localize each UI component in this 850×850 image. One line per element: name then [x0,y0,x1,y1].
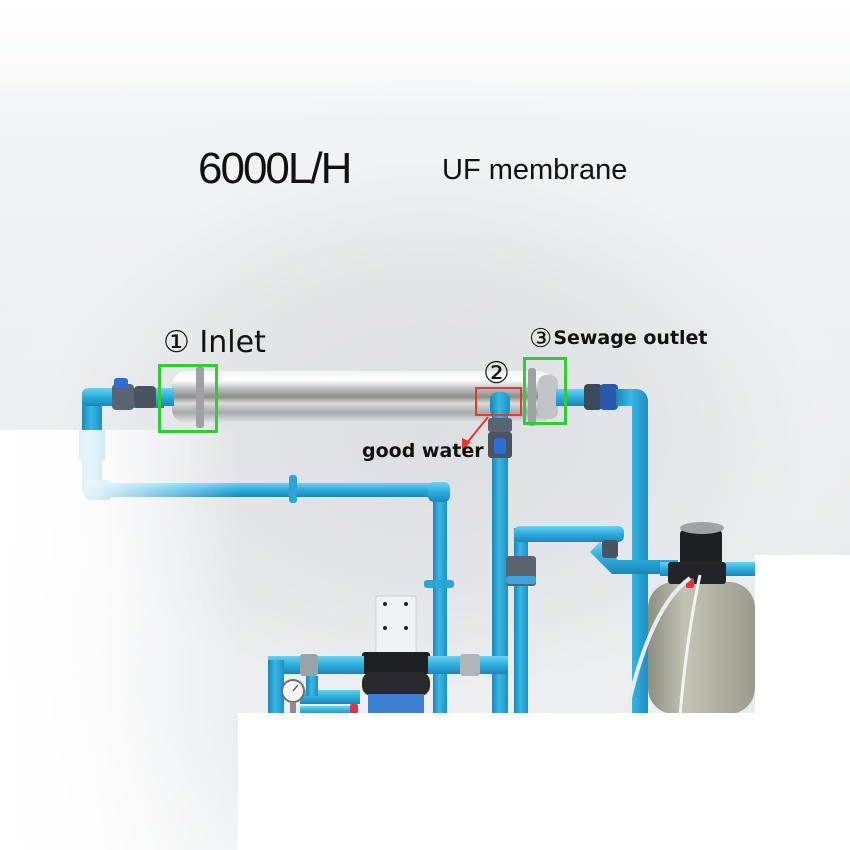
inlet-highlight-box [158,364,218,433]
photo-fade-left [0,430,240,850]
product-title: UF membrane [442,154,628,186]
pre-filter-housing [268,595,508,716]
sewage-outlet-number: ③ [529,324,553,354]
arrow-head-icon [462,438,471,450]
flow-rate-title: 6000L/H [198,144,352,193]
good-water-pipe [488,392,512,716]
softener-tank [624,522,755,717]
photo-margin-bottom [238,713,850,850]
sewage-outlet-label: ③Sewage outlet [529,324,708,354]
photo-margin-right [755,555,850,715]
inlet-label: ① Inlet [163,325,266,360]
photo-fade-top [0,0,850,120]
sewage-outlet-highlight-box [523,357,567,425]
sewage-outlet-text: Sewage outlet [553,327,708,349]
good-water-label: good water [362,440,484,462]
inlet-ball-valve [112,378,164,410]
sewage-outlet-pipe [556,384,648,716]
good-water-highlight-box [475,387,522,416]
good-water-number: ② [483,356,510,391]
pressure-gauge [281,679,305,714]
